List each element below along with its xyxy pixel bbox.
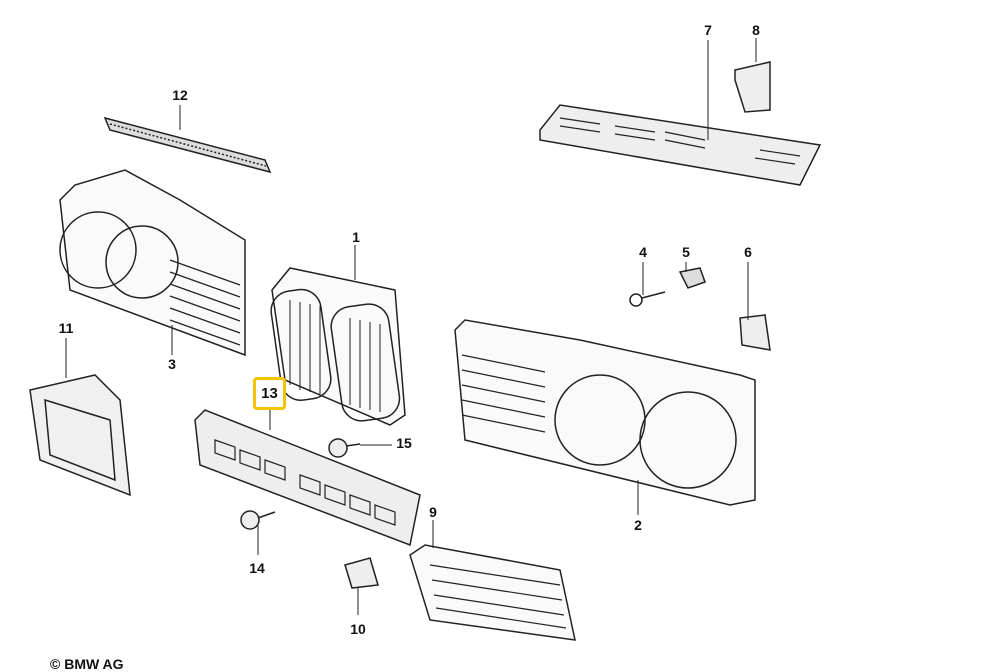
- callout-5[interactable]: 5: [682, 244, 690, 260]
- callout-11[interactable]: 11: [58, 320, 74, 336]
- callout-15[interactable]: 15: [396, 435, 412, 451]
- callout-13-highlighted[interactable]: 13: [253, 377, 286, 410]
- part-14-push-clip[interactable]: [240, 510, 276, 530]
- part-1-kidney-grille[interactable]: [269, 267, 406, 426]
- part-5-nut[interactable]: [678, 267, 706, 289]
- part-12-seal-strip[interactable]: [103, 116, 272, 174]
- part-7-upper-panel[interactable]: [539, 104, 822, 186]
- callout-4[interactable]: 4: [639, 244, 647, 260]
- part-15-push-clip[interactable]: [328, 438, 361, 458]
- copyright-text: © BMW AG: [50, 656, 124, 672]
- callout-7[interactable]: 7: [704, 22, 712, 38]
- callout-8[interactable]: 8: [752, 22, 760, 38]
- part-8-clip[interactable]: [734, 61, 771, 113]
- part-4-screw[interactable]: [629, 291, 666, 307]
- callout-1[interactable]: 1: [352, 229, 360, 245]
- part-13-lower-grille[interactable]: [194, 409, 421, 547]
- callout-10[interactable]: 10: [350, 621, 366, 637]
- callout-9[interactable]: 9: [429, 504, 437, 520]
- part-6-clip[interactable]: [739, 314, 771, 351]
- part-3-left-grille[interactable]: [59, 169, 246, 357]
- part-10-clip[interactable]: [344, 557, 379, 589]
- part-11-air-duct[interactable]: [29, 374, 131, 497]
- part-2-right-grille[interactable]: [454, 319, 756, 506]
- part-9-side-grille[interactable]: [409, 544, 576, 641]
- callout-14[interactable]: 14: [249, 560, 265, 576]
- callout-6[interactable]: 6: [744, 244, 752, 260]
- callout-3[interactable]: 3: [168, 356, 176, 372]
- callout-2[interactable]: 2: [634, 517, 642, 533]
- callout-12[interactable]: 12: [172, 87, 188, 103]
- leader-lines: [65, 38, 757, 615]
